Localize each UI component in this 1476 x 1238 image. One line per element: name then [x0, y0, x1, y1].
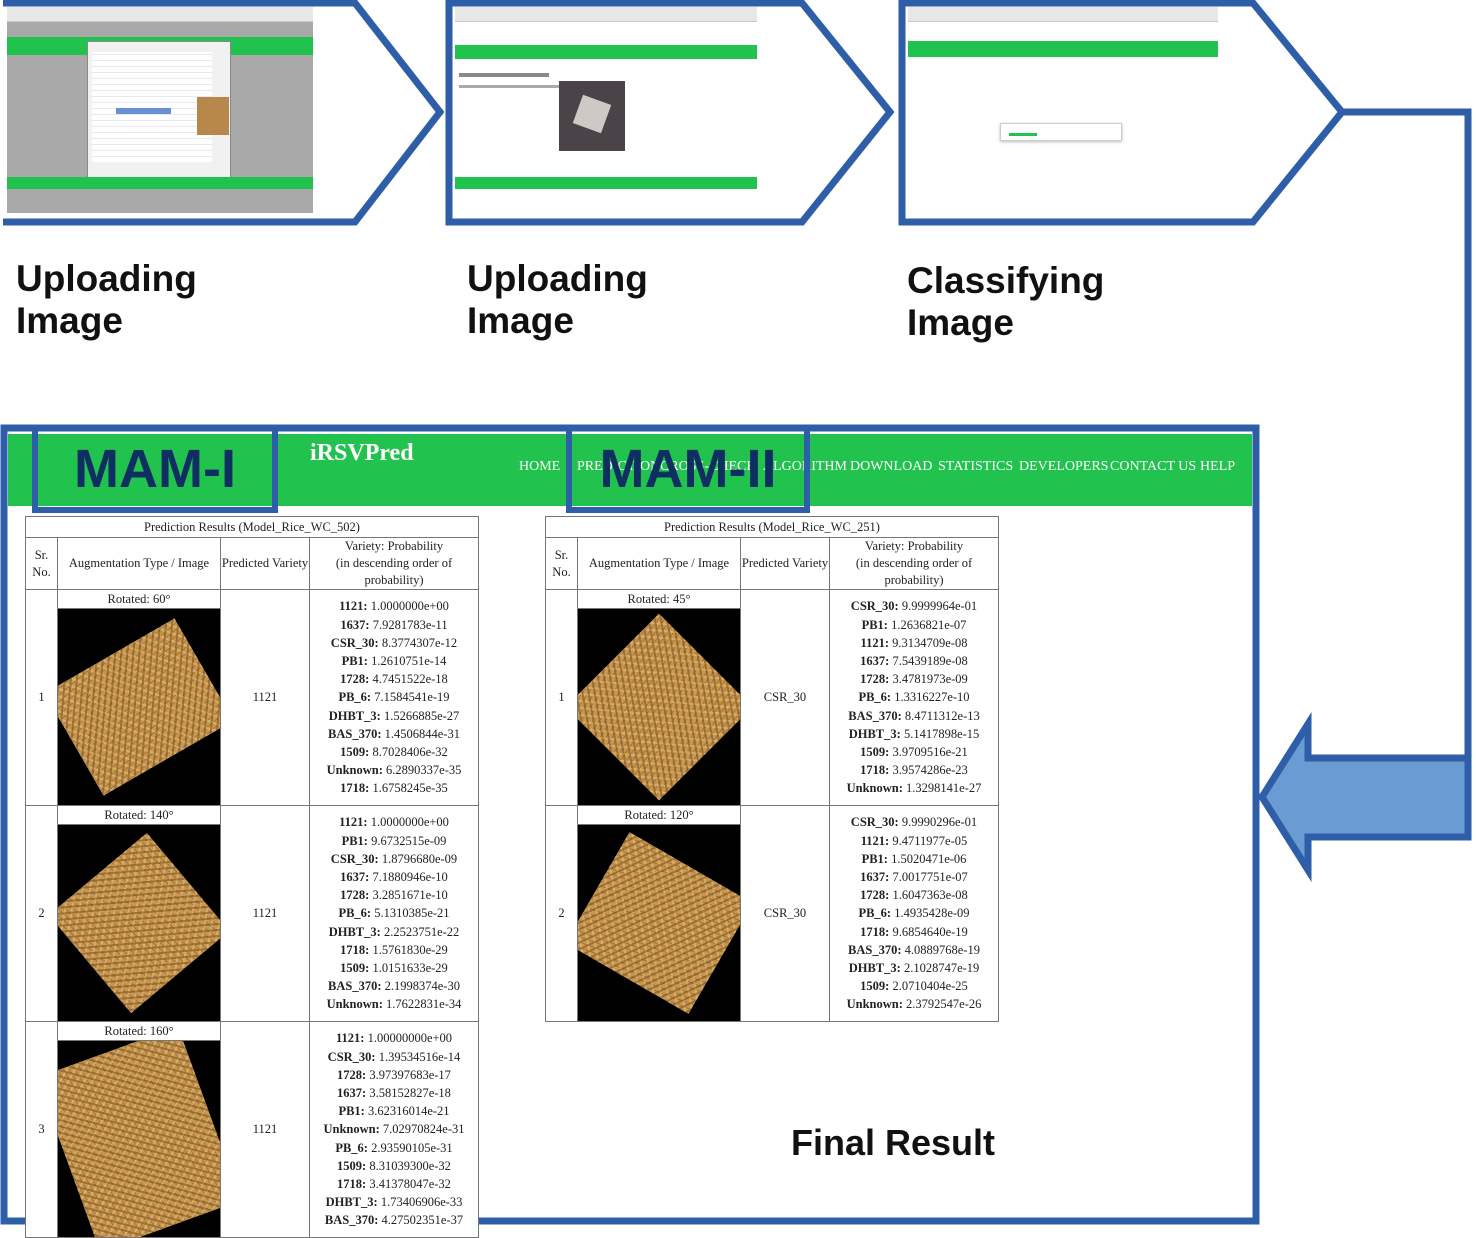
connector-line — [1342, 108, 1472, 758]
nav-developers[interactable]: DEVELOPERS — [1019, 459, 1109, 474]
predicted-variety: 1121 — [220, 805, 310, 1022]
sr-cell: 1 — [545, 589, 578, 806]
badge-mam-2: MAM-II — [566, 425, 810, 513]
predicted-variety: CSR_30 — [740, 589, 830, 806]
table-caption: Prediction Results (Model_Rice_WC_251) — [545, 516, 999, 538]
predicted-variety: 1121 — [220, 1021, 310, 1238]
chevron-step-2 — [445, 0, 895, 226]
col-header-prob: Variety: Probability (in descending orde… — [829, 537, 999, 590]
nav-help[interactable]: HELP — [1200, 459, 1235, 474]
nav-statistics[interactable]: STATISTICS — [938, 459, 1014, 474]
chevron-step-1 — [3, 0, 445, 226]
step-label-2: Uploading Image — [467, 258, 648, 341]
table-row: 1 Rotated: 45° CSR_30 CSR_30: 9.9999964e… — [545, 589, 999, 806]
rice-grain-image — [58, 609, 220, 805]
table-row: 3 Rotated: 160° 1121 1121: 1.00000000e+0… — [25, 1021, 479, 1238]
thumbnail-uploaded-image — [455, 7, 757, 213]
sr-cell: 3 — [25, 1021, 58, 1238]
rice-grain-image — [578, 609, 740, 805]
badge-mam-1: MAM-I — [32, 425, 278, 513]
col-header-pred: Predicted Variety — [740, 537, 830, 590]
final-result-label: Final Result — [791, 1122, 996, 1163]
col-header-sr: Sr. No. — [25, 537, 58, 590]
table-row: 2 Rotated: 140° 1121 1121: 1.0000000e+00… — [25, 805, 479, 1022]
nav-download[interactable]: DOWNLOAD — [850, 459, 933, 474]
sr-cell: 2 — [25, 805, 58, 1022]
rice-grain-image — [58, 825, 220, 1021]
augmentation-label: Rotated: 120° — [578, 806, 740, 825]
nav-cross-check[interactable]: CROSS-CHECK — [660, 459, 757, 474]
sr-cell: 1 — [25, 589, 58, 806]
arrow-left-icon — [1257, 711, 1472, 883]
chevron-step-3 — [898, 0, 1347, 226]
nav-contact-us[interactable]: CONTACT US — [1110, 459, 1197, 474]
col-header-aug: Augmentation Type / Image — [577, 537, 741, 590]
table-row: 2 Rotated: 120° CSR_30 CSR_30: 9.9990296… — [545, 805, 999, 1022]
predicted-variety: CSR_30 — [740, 805, 830, 1022]
col-header-prob: Variety: Probability (in descending orde… — [309, 537, 479, 590]
step-label-1: Uploading Image — [16, 258, 197, 341]
augmentation-label: Rotated: 45° — [578, 590, 740, 609]
augmentation-label: Rotated: 60° — [58, 590, 220, 609]
nav-prediction[interactable]: PREDICTION — [577, 459, 661, 474]
sr-cell: 2 — [545, 805, 578, 1022]
results-table-mam-2: Prediction Results (Model_Rice_WC_251) S… — [545, 516, 999, 1022]
site-brand[interactable]: iRSVPred — [310, 440, 414, 466]
thumbnail-upload-dialog — [7, 7, 313, 213]
col-header-aug: Augmentation Type / Image — [57, 537, 221, 590]
site-navbar — [8, 434, 1252, 506]
col-header-sr: Sr. No. — [545, 537, 578, 590]
col-header-pred: Predicted Variety — [220, 537, 310, 590]
rice-grain-image — [578, 825, 740, 1021]
augmentation-label: Rotated: 160° — [58, 1022, 220, 1041]
results-table-mam-1: Prediction Results (Model_Rice_WC_502) S… — [25, 516, 479, 1238]
nav-home[interactable]: HOME — [519, 459, 561, 474]
augmentation-label: Rotated: 140° — [58, 806, 220, 825]
table-caption: Prediction Results (Model_Rice_WC_502) — [25, 516, 479, 538]
step-label-3: Classifying Image — [907, 260, 1105, 343]
thumbnail-classifying — [908, 7, 1218, 213]
predicted-variety: 1121 — [220, 589, 310, 806]
rice-grain-image — [58, 1041, 220, 1237]
